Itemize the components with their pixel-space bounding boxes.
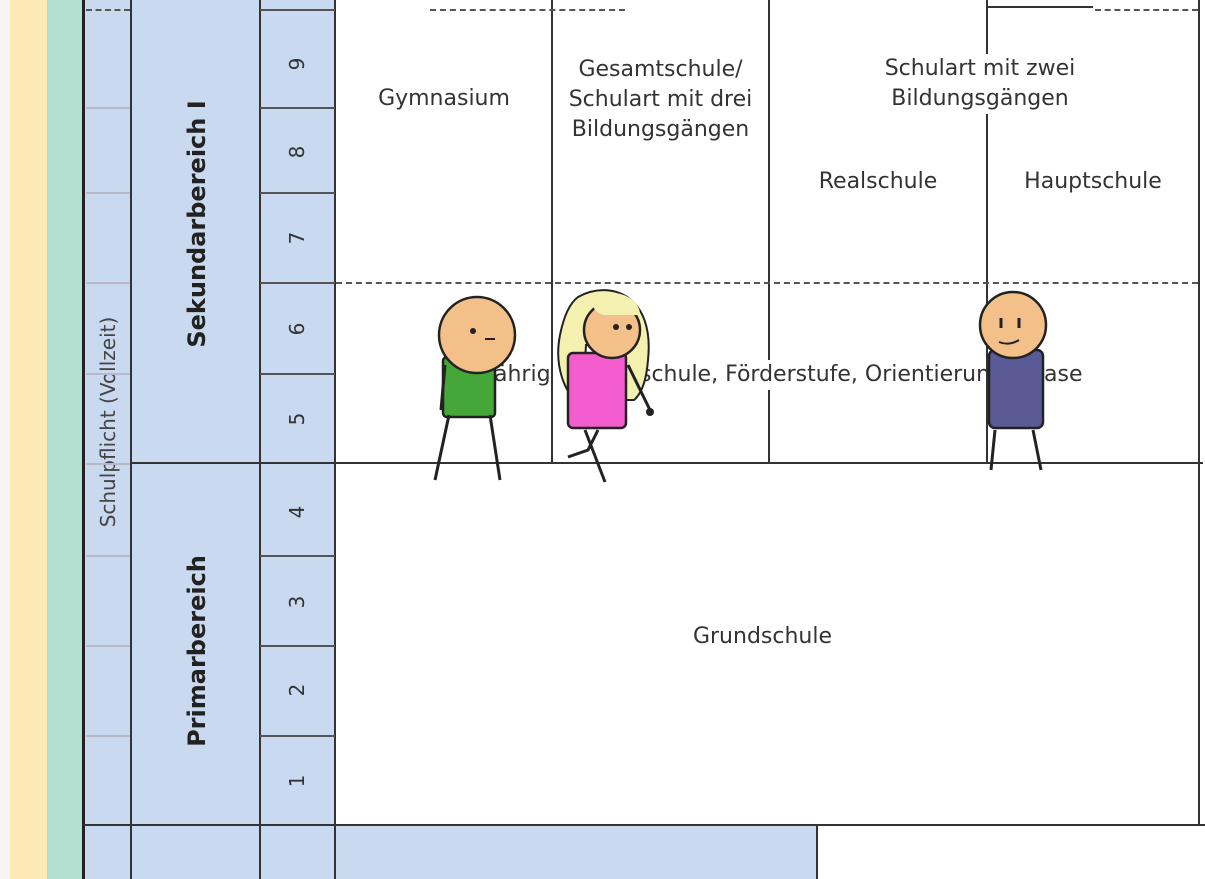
dashed-line bbox=[430, 9, 625, 11]
character-arm bbox=[439, 364, 447, 411]
grid-line bbox=[260, 9, 335, 11]
grid-line bbox=[259, 0, 261, 879]
zwei-bildungsgaenge-label-line-2: Bildungsgängen bbox=[875, 84, 1085, 114]
gesamtschule-label-line-1: Gesamtschule/ bbox=[578, 57, 743, 82]
grid-line bbox=[260, 282, 335, 284]
character-eyes bbox=[999, 318, 1021, 328]
schulpflicht-column bbox=[85, 0, 131, 879]
pink-dress-character bbox=[557, 289, 654, 483]
grid-line bbox=[260, 192, 335, 194]
schulpflicht-label: Schulpflicht (Vollzeit) bbox=[96, 316, 120, 528]
zwei-bildungsgaenge-label-line-1: Schulart mit zwei bbox=[875, 54, 1085, 84]
grid-line bbox=[83, 824, 1205, 826]
character-head bbox=[978, 290, 1048, 360]
grid-line bbox=[260, 555, 335, 557]
orientierung-label-part-3: ase bbox=[1044, 362, 1083, 387]
left-edge bbox=[0, 0, 10, 879]
realschule-label: Realschule bbox=[818, 169, 938, 194]
grundschule-label: Grundschule bbox=[692, 624, 833, 649]
grid-line bbox=[86, 555, 130, 557]
character-legs bbox=[989, 429, 1043, 471]
green-shirt-character bbox=[433, 295, 517, 481]
character-eye bbox=[613, 324, 619, 330]
bottom-band bbox=[260, 825, 817, 879]
character-legs bbox=[433, 414, 502, 481]
grade-7: 7 bbox=[285, 231, 309, 245]
dashed-line bbox=[336, 282, 1198, 284]
character-eye bbox=[626, 324, 632, 330]
character-arm bbox=[626, 364, 652, 411]
character-head bbox=[437, 295, 517, 375]
blue-shirt-character bbox=[978, 290, 1048, 471]
grid-line bbox=[86, 645, 130, 647]
character-hand bbox=[646, 408, 654, 416]
hauptschule-label: Hauptschule bbox=[1024, 169, 1162, 194]
character-eye bbox=[470, 328, 476, 334]
grade-6: 6 bbox=[285, 322, 309, 336]
character-legs bbox=[567, 429, 607, 483]
dashed-line bbox=[1095, 9, 1198, 11]
primarbereich-label: Primarbereich bbox=[183, 555, 211, 747]
grid-line bbox=[82, 0, 85, 879]
grid-line bbox=[131, 462, 1203, 464]
orientierung-label-part-1: ährig bbox=[494, 362, 551, 387]
level-column bbox=[131, 0, 260, 879]
grid-line bbox=[260, 645, 335, 647]
grade-2: 2 bbox=[285, 683, 309, 697]
gesamtschule-label-line-2: Schulart mit drei bbox=[568, 87, 753, 112]
character-bangs bbox=[590, 292, 640, 315]
grid-line bbox=[130, 0, 132, 879]
grid-line bbox=[988, 6, 1093, 8]
gymnasium-label: Gymnasium bbox=[378, 86, 510, 111]
grid-line bbox=[1198, 0, 1200, 825]
grid-line bbox=[816, 825, 818, 879]
grid-line bbox=[86, 282, 130, 284]
character-mouth bbox=[998, 339, 1020, 345]
grade-column bbox=[260, 0, 335, 825]
gesamtschule-label-line-3: Bildungsgängen bbox=[571, 117, 750, 142]
orientierung-label-part-2: schule, Förderstufe, Orientierun bbox=[640, 360, 990, 390]
grid-line bbox=[260, 735, 335, 737]
grade-8: 8 bbox=[285, 145, 309, 159]
grid-line bbox=[768, 0, 770, 463]
grade-4: 4 bbox=[285, 505, 309, 519]
grade-9: 9 bbox=[285, 57, 309, 71]
grid-line bbox=[86, 192, 130, 194]
grid-line bbox=[551, 0, 553, 463]
dashed-line bbox=[86, 9, 130, 11]
grid-line bbox=[86, 107, 130, 109]
grid-line bbox=[986, 0, 988, 463]
grade-1: 1 bbox=[285, 774, 309, 788]
grid-line bbox=[334, 0, 336, 879]
character-shirt bbox=[987, 348, 1045, 430]
character-dress bbox=[566, 351, 628, 430]
grade-3: 3 bbox=[285, 595, 309, 609]
grid-line bbox=[260, 373, 335, 375]
sekundarbereich-label: Sekundarbereich I bbox=[183, 100, 211, 348]
grid-line bbox=[86, 735, 130, 737]
grid-line bbox=[86, 373, 130, 375]
grid-line bbox=[260, 107, 335, 109]
grid-line bbox=[86, 463, 130, 465]
green-stripe bbox=[47, 0, 83, 879]
grade-5: 5 bbox=[285, 412, 309, 426]
